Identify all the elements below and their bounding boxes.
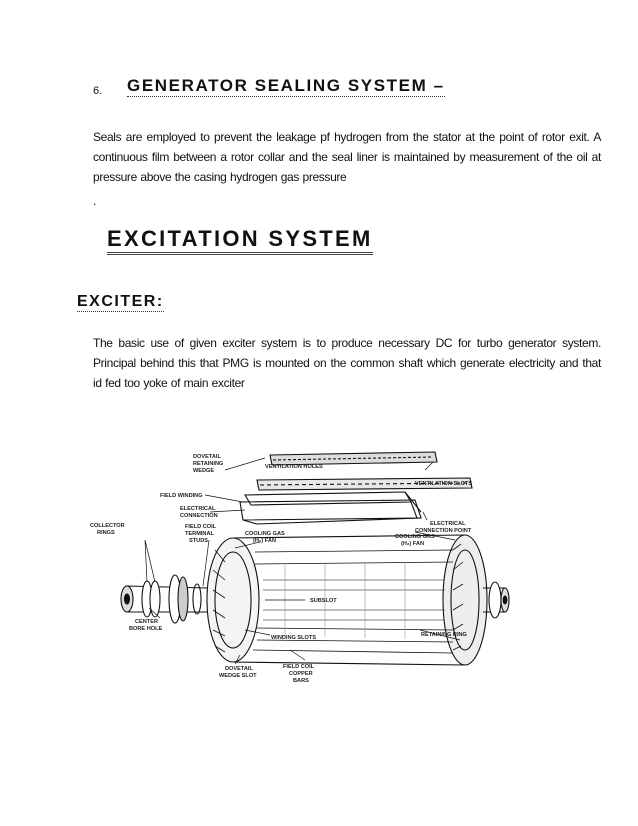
label-dovetail-slot-2: WEDGE SLOT <box>219 673 257 679</box>
label-center-2: BORE HOLE <box>129 626 163 632</box>
label-elec-connection-1: ELECTRICAL <box>180 506 216 512</box>
label-retaining-ring: RETAINING RING <box>421 632 467 638</box>
rotor-drawing: DOVETAIL RETAINING WEDGE VENTILATION HOL… <box>90 451 510 684</box>
label-elec-connection-2: CONNECTION <box>180 513 218 519</box>
diagram-labels: DOVETAIL RETAINING WEDGE VENTILATION HOL… <box>90 454 472 684</box>
label-dovetail: DOVETAIL <box>193 454 221 460</box>
excitation-heading: EXCITATION SYSTEM <box>107 226 373 255</box>
label-elec-point-1: ELECTRICAL <box>430 521 466 527</box>
label-subslot: SUBSLOT <box>310 598 337 604</box>
label-terminal-1: FIELD COIL <box>185 524 217 530</box>
label-collector-1: COLLECTOR <box>90 523 125 529</box>
sealing-paragraph: Seals are employed to prevent the leakag… <box>93 130 601 184</box>
label-cooling-right-2: (H₂) FAN <box>401 541 424 547</box>
label-cooling-right-1: COOLING GAS <box>395 534 435 540</box>
section-title: GENERATOR SEALING SYSTEM – <box>127 76 445 97</box>
label-ventilation-slots: VENTILATION SLOTS <box>415 481 472 487</box>
exciter-rotor-diagram: DOVETAIL RETAINING WEDGE VENTILATION HOL… <box>85 440 525 702</box>
stray-period: . <box>93 194 97 208</box>
label-copper-2: COPPER <box>289 671 313 677</box>
label-collector-2: RINGS <box>97 530 115 536</box>
label-terminal-2: TERMINAL <box>185 531 214 537</box>
label-copper-1: FIELD COIL <box>283 664 315 670</box>
label-copper-3: BARS <box>293 678 309 684</box>
label-winding-slots: WINDING SLOTS <box>271 635 316 641</box>
label-terminal-3: STUDS <box>189 538 208 544</box>
label-retaining: RETAINING <box>193 461 223 467</box>
label-elec-point-2: CONNECTION POINT <box>415 528 472 534</box>
label-wedge: WEDGE <box>193 468 214 474</box>
label-center-1: CENTER <box>135 619 158 625</box>
label-ventilation-holes: VENTILATION HOLES <box>265 464 323 470</box>
section-number: 6. <box>93 85 103 97</box>
section-6-heading: 6. GENERATOR SEALING SYSTEM – <box>93 76 593 106</box>
label-dovetail-slot-1: DOVETAIL <box>225 666 253 672</box>
label-field-winding: FIELD WINDING <box>160 493 203 499</box>
label-cooling-left-2: (H₂) FAN <box>253 538 276 544</box>
exciter-paragraph: The basic use of given exciter system is… <box>93 336 601 390</box>
exciter-heading: EXCITER: <box>77 293 164 312</box>
label-cooling-left-1: COOLING GAS <box>245 531 285 537</box>
